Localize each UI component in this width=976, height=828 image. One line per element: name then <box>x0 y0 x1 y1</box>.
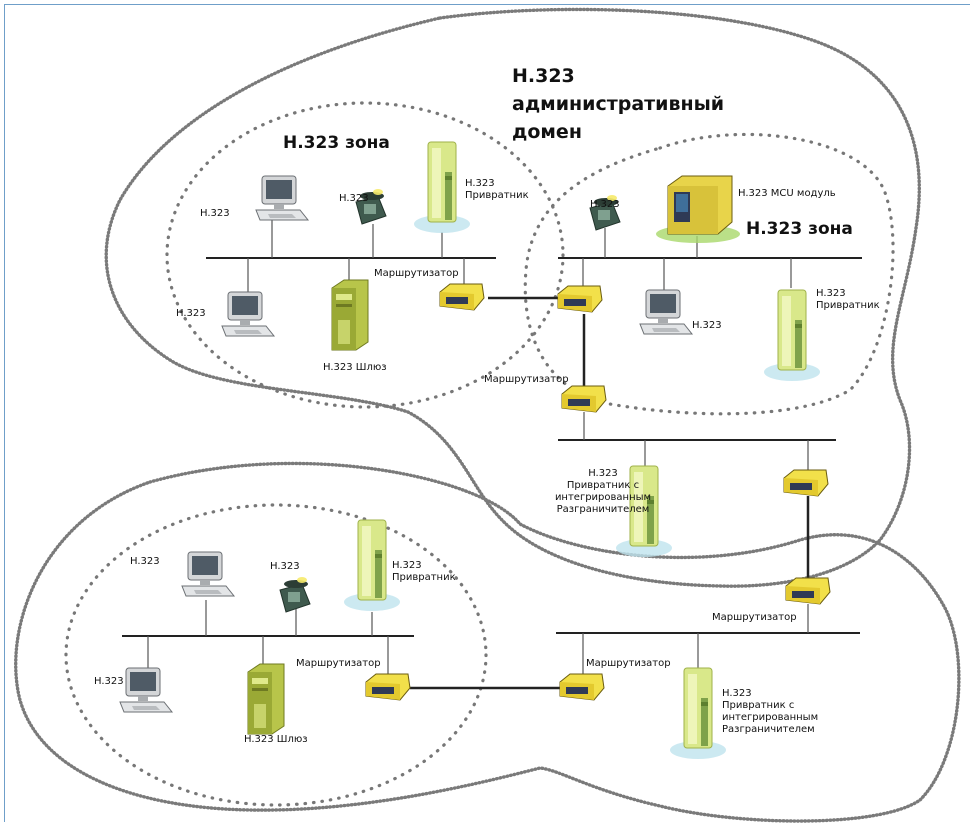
border-gatekeeper-server-icon <box>669 667 727 760</box>
gatekeeper-label-line2: Привратник <box>392 572 456 583</box>
gatekeeper-server-icon <box>763 289 821 382</box>
router-icon <box>785 577 831 605</box>
terminal-computer-icon <box>639 289 693 335</box>
gatekeeper-label-line2: Привратник <box>465 190 529 201</box>
router-icon <box>783 469 829 497</box>
gateway-label: H.323 Шлюз <box>244 734 308 745</box>
gatekeeper-server-icon <box>413 141 471 234</box>
zone-boundary-top-left <box>165 101 565 409</box>
router-icon <box>557 285 603 313</box>
terminal-label: H.323 <box>200 208 230 219</box>
terminal-computer-icon <box>181 551 235 597</box>
admin-domain-title-line3: домен <box>512 121 582 143</box>
router-label: Маршрутизатор <box>712 612 797 623</box>
gatekeeper-label-line1: H.323 <box>816 288 846 299</box>
zone-label-top-left: H.323 зона <box>283 133 390 153</box>
zone-boundary-bottom <box>64 503 488 807</box>
zone-label-top-right: H.323 зона <box>746 219 853 239</box>
phone-label: H.323 <box>339 193 369 204</box>
phone-label: H.323 <box>270 561 300 572</box>
terminal-label: H.323 <box>692 320 722 331</box>
figure-frame <box>4 4 970 822</box>
terminal-label: H.323 <box>94 676 124 687</box>
phone-label: H.323 <box>590 199 620 210</box>
gatekeeper-label-line1: H.323 <box>465 178 495 189</box>
router-label: Маршрутизатор <box>296 658 381 669</box>
gatekeeper-label-line2: Привратник <box>816 300 880 311</box>
gatekeeper-label-line1: H.323 <box>392 560 422 571</box>
border-gk-label-line2: Привратник с <box>722 700 794 711</box>
gateway-server-icon <box>331 279 369 351</box>
border-gk-label-line4: Разграничителем <box>722 724 815 735</box>
admin-domain-boundary <box>104 7 921 588</box>
border-gk-label-line4: Разграничителем <box>557 504 650 515</box>
mcu-label: H.323 MCU модуль <box>738 188 836 199</box>
border-gk-label-line3: интегрированным <box>722 712 818 723</box>
router-label: Маршрутизатор <box>586 658 671 669</box>
mcu-module-icon <box>655 175 741 244</box>
admin-domain-title-line2: административный <box>512 93 724 115</box>
terminal-computer-icon <box>255 175 309 221</box>
router-icon <box>365 673 411 701</box>
terminal-computer-icon <box>221 291 275 337</box>
border-gk-label-line1: H.323 <box>588 468 618 479</box>
router-icon <box>439 283 485 311</box>
ip-phone-icon <box>279 576 311 613</box>
router-icon <box>561 385 607 413</box>
gateway-server-icon <box>247 663 285 735</box>
admin-domain-title-line1: H.323 <box>512 65 575 87</box>
router-label: Маршрутизатор <box>374 268 459 279</box>
border-gk-label-line3: интегрированным <box>555 492 651 503</box>
gateway-label: H.323 Шлюз <box>323 362 387 373</box>
terminal-label: H.323 <box>176 308 206 319</box>
router-icon <box>559 673 605 701</box>
lower-domain-boundary <box>14 461 961 823</box>
border-gk-label-line2: Привратник с <box>567 480 639 491</box>
zone-boundary-top-right <box>523 132 895 416</box>
router-label: Маршрутизатор <box>484 374 569 385</box>
terminal-computer-icon <box>119 667 173 713</box>
terminal-label: H.323 <box>130 556 160 567</box>
border-gk-label-line1: H.323 <box>722 688 752 699</box>
